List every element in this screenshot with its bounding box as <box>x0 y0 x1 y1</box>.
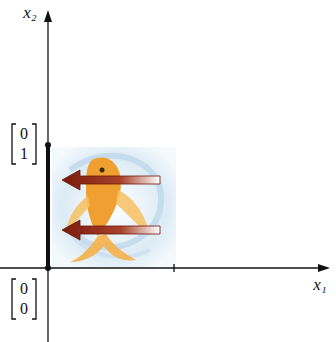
vector-entry: 0 <box>20 126 28 142</box>
point-dot <box>45 265 51 271</box>
image-segment <box>46 145 50 268</box>
point-dot <box>45 142 51 148</box>
projection-arrow <box>62 220 160 240</box>
water-background <box>52 147 176 267</box>
vector-bracket <box>32 279 36 319</box>
axis-tick <box>173 264 174 272</box>
projection-arrow <box>62 170 160 190</box>
axis-label: x₁ <box>313 276 326 293</box>
vector-bracket <box>12 279 16 319</box>
vector-bracket <box>32 124 36 164</box>
axis-arrowhead <box>318 264 330 272</box>
vector-entry: 0 <box>20 301 28 317</box>
vector-entry: 0 <box>20 281 28 297</box>
vector-entry: 1 <box>20 146 28 162</box>
vector-bracket <box>12 124 16 164</box>
x2-axis <box>47 20 48 342</box>
axis-label: x₂ <box>23 4 36 21</box>
axis-arrowhead <box>44 10 52 22</box>
